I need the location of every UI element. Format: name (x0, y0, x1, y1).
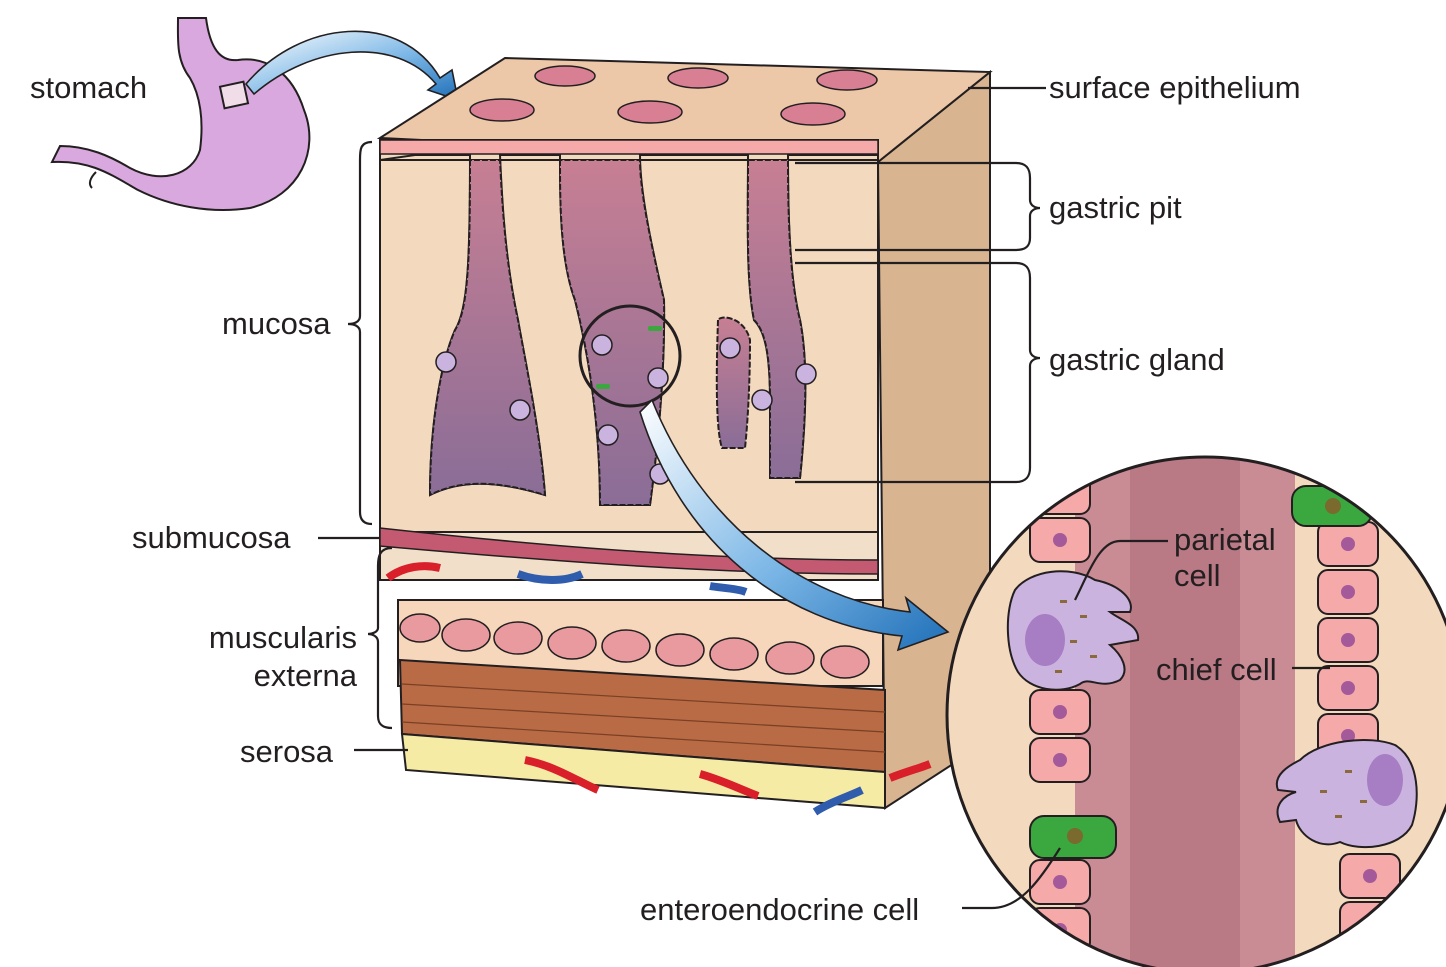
mucosa-bracket (348, 142, 372, 524)
label-stomach: stomach (30, 70, 147, 105)
label-parietal-line2: cell (1174, 558, 1221, 593)
label-chief-cell: chief cell (1156, 652, 1277, 687)
label-surface-epithelium: surface epithelium (1049, 70, 1301, 105)
label-gastric-gland: gastric gland (1049, 342, 1225, 377)
label-mucosa: mucosa (222, 306, 331, 341)
label-submucosa: submucosa (132, 520, 291, 555)
label-enteroendocrine-cell: enteroendocrine cell (640, 892, 919, 927)
surface-epithelium-band (380, 140, 878, 154)
label-parietal-line1: parietal (1174, 522, 1276, 557)
label-gastric-pit: gastric pit (1049, 190, 1182, 225)
stomach-sample-square (220, 82, 248, 109)
label-muscularis-line2: externa (254, 658, 358, 693)
stomach-illustration (52, 18, 309, 210)
label-muscularis-line1: muscularis (209, 620, 357, 655)
vein (710, 586, 746, 592)
label-serosa: serosa (240, 734, 334, 769)
